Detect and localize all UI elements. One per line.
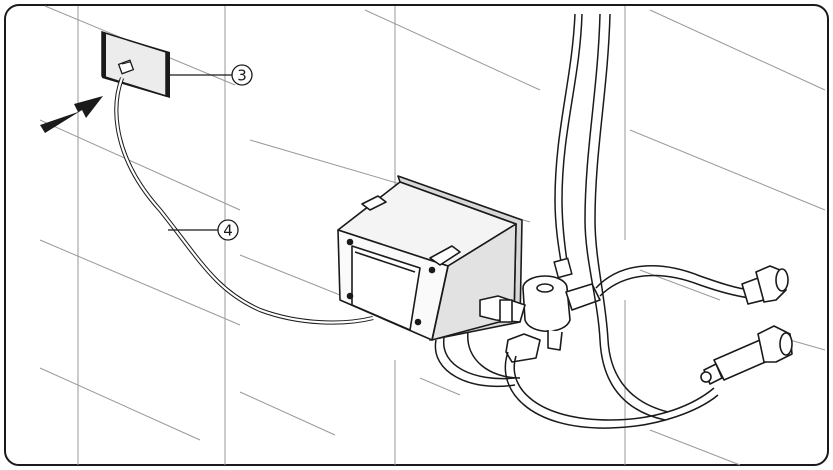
- callout-3: 3: [166, 64, 253, 86]
- callout-4-label: 4: [223, 222, 233, 240]
- outlet-hoses: [434, 265, 751, 429]
- valve-assembly: [479, 275, 601, 363]
- upper-fitting: [741, 265, 789, 305]
- callout-3-label: 3: [237, 67, 247, 85]
- callout-4: 4: [168, 219, 239, 241]
- control-box: [337, 175, 523, 341]
- cable: [114, 77, 374, 325]
- supply-hoses: [553, 13, 669, 421]
- direction-arrow-icon: [40, 96, 103, 133]
- stop-valve: [700, 325, 793, 385]
